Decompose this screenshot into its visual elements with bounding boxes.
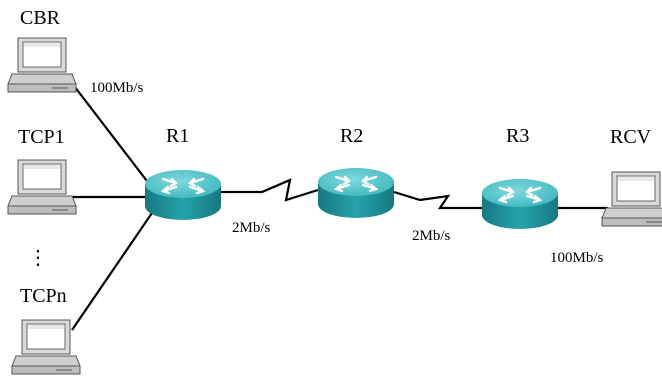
tcpn-label: TCPn xyxy=(20,285,67,307)
cbr-computer-icon xyxy=(7,37,77,93)
link-r1-r2 xyxy=(220,178,319,202)
rcv-computer-icon xyxy=(601,171,662,227)
links xyxy=(67,77,608,331)
cbr-label: CBR xyxy=(20,7,61,29)
r2-router-icon xyxy=(316,166,396,220)
r1-label: R1 xyxy=(166,125,189,147)
r2-label: R2 xyxy=(340,125,363,147)
tcp1-computer-icon xyxy=(7,159,77,215)
ellipsis-label: ⋮ xyxy=(28,247,48,269)
link-cbr-r1-label: 100Mb/s xyxy=(90,80,144,96)
link-r2-r3-label: 2Mb/s xyxy=(412,228,451,244)
link-r1-r2-label: 2Mb/s xyxy=(232,220,271,236)
tcpn-computer-icon xyxy=(11,319,81,375)
link-tcpn-r1 xyxy=(71,209,155,331)
rcv-label: RCV xyxy=(610,126,652,148)
r1-router-icon xyxy=(143,168,223,222)
tcp1-label: TCP1 xyxy=(18,126,65,148)
link-cbr-r1 xyxy=(67,77,151,186)
r3-label: R3 xyxy=(506,125,529,147)
r3-router-icon xyxy=(480,177,560,231)
link-r3-rcv-label: 100Mb/s xyxy=(550,250,604,266)
link-r2-r3 xyxy=(393,190,484,210)
